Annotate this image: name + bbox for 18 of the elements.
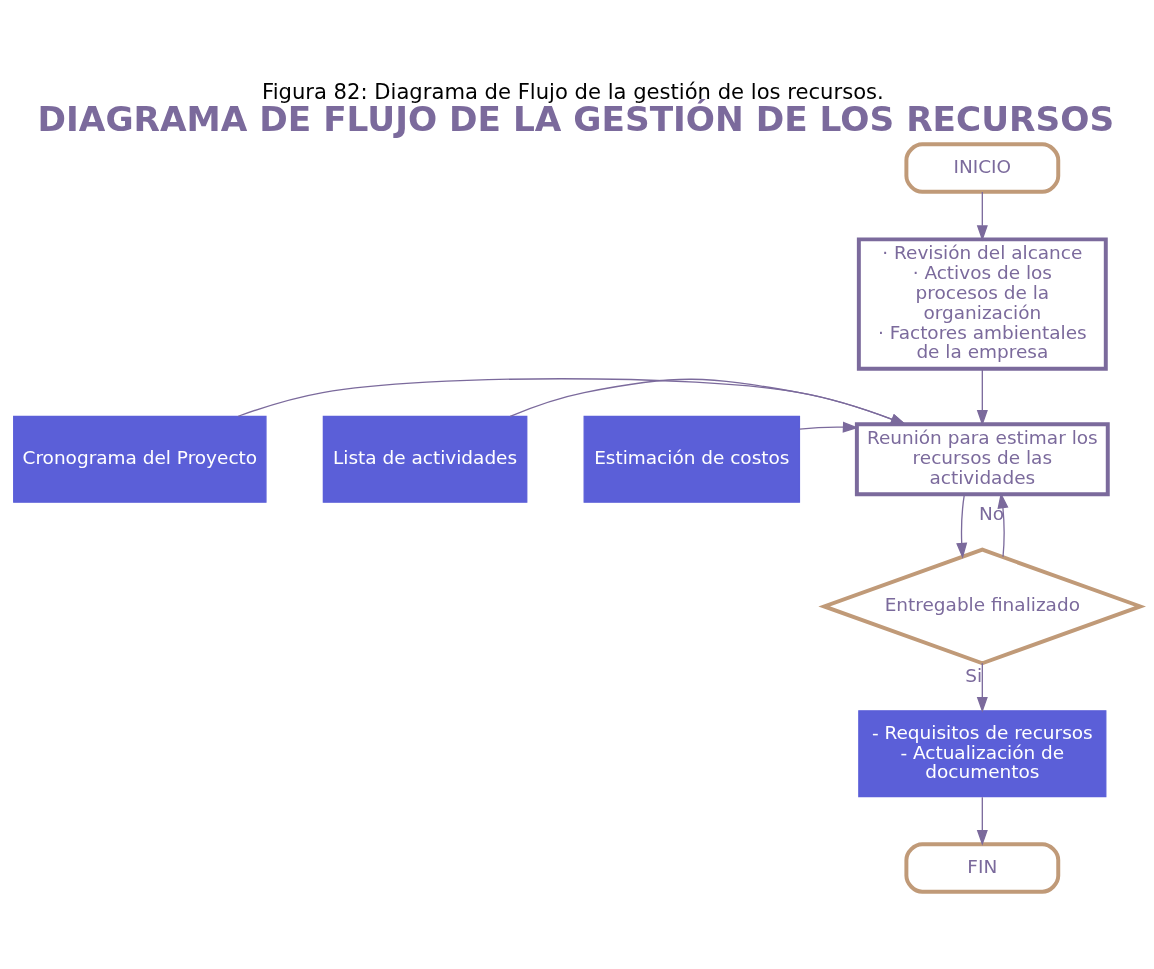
node-box: Estimación de costos: [583, 415, 801, 503]
node-box: · Revisión del alcance · Activos de los procesos de la organización · Factores ambientales de la empresa: [856, 236, 1108, 371]
node-box: INICIO: [904, 141, 1061, 194]
arrow: [976, 368, 988, 426]
node-box: - Requisitos de recursos - Actualización de documentos: [858, 709, 1107, 797]
arrow: [976, 190, 988, 241]
node-box: FIN: [904, 841, 1061, 894]
node-box: Cronograma del Proyecto: [13, 415, 267, 503]
arrow: [976, 796, 988, 846]
arrow: [509, 378, 907, 425]
edge-label: No: [978, 502, 1005, 524]
arrow: [976, 662, 988, 713]
arrow: [956, 493, 968, 559]
edge-label: Si: [965, 664, 983, 686]
node-diamond: Entregable finalizado: [818, 547, 1146, 665]
arrow: [237, 377, 907, 425]
node-box: Reunión para estimar los recursos de las actividades: [854, 421, 1110, 496]
node-box: Lista de actividades: [322, 415, 528, 503]
